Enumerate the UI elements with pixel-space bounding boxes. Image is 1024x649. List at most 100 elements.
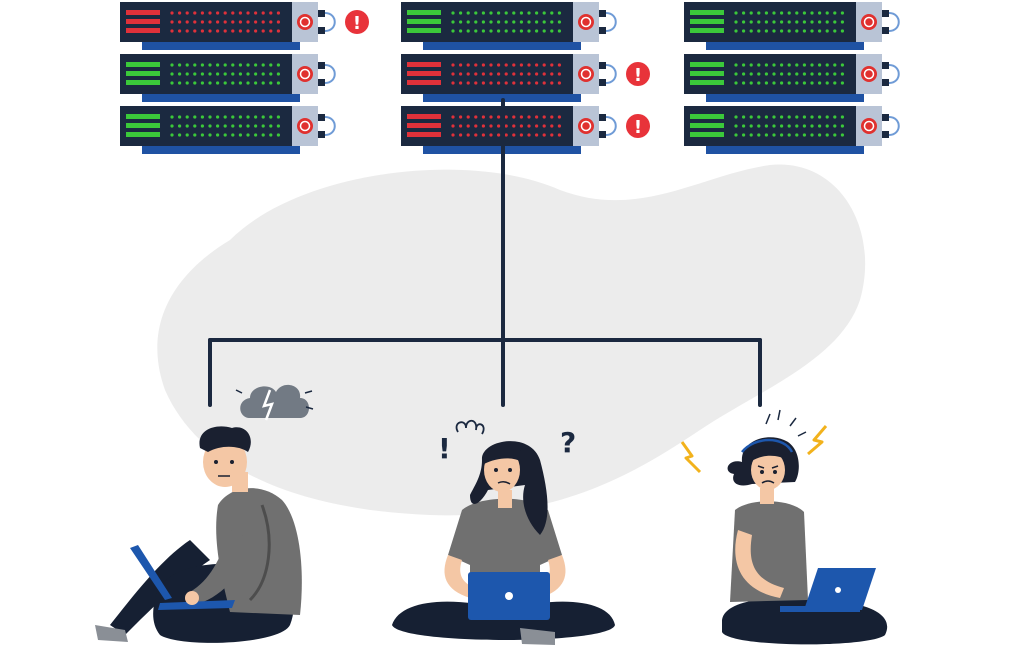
status-led [802,11,807,15]
status-led [772,11,776,15]
status-led [193,124,197,128]
status-led [840,11,845,15]
status-led [246,29,250,33]
server-rack-right [684,2,900,154]
status-led [542,115,546,119]
alert-icon: ! [345,10,369,34]
status-led [802,133,807,137]
status-led [466,63,470,67]
status-led [795,115,799,119]
power-button-icon [578,118,594,134]
status-led [489,133,493,137]
server-cable [888,64,900,84]
power-symbol [299,68,311,80]
status-led [535,29,539,33]
status-led [497,115,501,119]
status-led [466,115,470,119]
status-led [512,133,516,137]
server-shelf [423,94,581,102]
alert-icon-mark: ! [353,13,361,34]
status-led [466,29,470,33]
status-led [254,124,258,128]
status-led [734,115,738,119]
status-led [757,72,761,76]
status-led [780,81,784,85]
status-led [185,63,189,67]
status-led [734,124,738,128]
status-led [734,63,738,67]
status-led [208,11,212,15]
status-led [749,124,753,128]
status-led [535,133,539,137]
status-led [512,72,516,76]
status-led [519,11,524,15]
server-cable [605,116,617,136]
status-led [238,133,242,137]
status-led [757,20,761,24]
status-led [269,20,273,24]
status-led [193,72,197,76]
server-shelf [706,94,864,102]
status-led [231,11,235,15]
status-led [512,11,516,15]
status-bar [126,123,160,128]
status-led [216,115,220,119]
status-led [757,133,761,137]
status-led [780,63,784,67]
status-led [519,72,524,76]
status-led [276,72,280,76]
alert-icon: ! [626,62,650,86]
power-button-icon [861,118,877,134]
status-bar [407,71,441,76]
status-led [200,29,204,33]
server-cable [605,64,617,84]
status-led [178,81,182,85]
status-led [459,124,463,128]
status-bar [690,28,724,33]
status-led [489,63,493,67]
server-shelf [706,42,864,50]
status-led [535,115,539,119]
status-led [459,29,463,33]
status-led [451,124,455,128]
status-led [185,11,189,15]
status-led [459,63,463,67]
status-led [481,81,485,85]
status-led [519,81,524,85]
status-led [825,29,829,33]
status-led [780,72,784,76]
status-led [231,124,235,128]
status-led [550,63,554,67]
status-led [810,63,814,67]
server-shelf [142,146,300,154]
status-led [208,29,212,33]
status-led [269,11,273,15]
status-led [489,29,493,33]
server-unit [120,54,336,102]
status-bar [407,132,441,137]
status-led [170,115,174,119]
status-led [223,133,227,137]
status-led [825,124,829,128]
server-cable [605,12,617,32]
status-led [535,72,539,76]
status-led [185,133,189,137]
status-led [833,11,837,15]
status-led [527,29,531,33]
status-led [764,20,769,24]
status-led [261,63,265,67]
server-shelf [706,146,864,154]
status-led [818,20,822,24]
server-cable [324,64,336,84]
status-led [833,29,837,33]
status-led [734,20,738,24]
status-led [269,133,273,137]
status-led [512,20,516,24]
status-led [542,11,546,15]
status-led [527,72,531,76]
network-connector [208,98,762,407]
status-led [474,63,478,67]
status-led [810,115,814,119]
status-led [512,63,516,67]
status-led [459,81,463,85]
